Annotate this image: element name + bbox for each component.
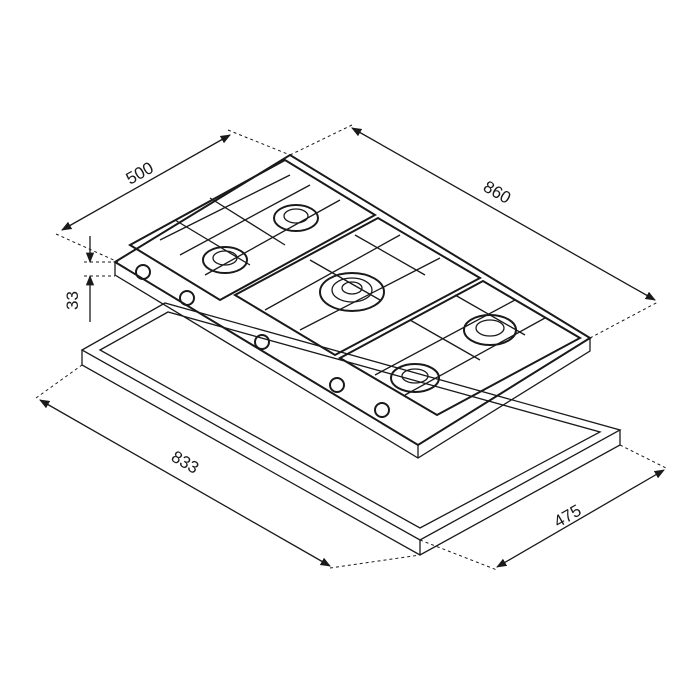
burner-back-right-icon [463,314,517,346]
burner-front-left-icon [202,246,248,274]
knob-icon [374,402,390,418]
knob-icon [254,334,270,350]
dimension-depth: 500 [55,129,291,263]
cutout-frame [80,302,622,556]
knob-icon [179,290,195,306]
dimension-label-depth: 500 [123,158,157,188]
burners [202,204,517,393]
knob-icon [135,264,151,280]
hob [113,153,592,459]
burner-front-right-icon [390,363,440,393]
dimension-cutout-depth: 475 [419,444,667,571]
dimension-label-height: 33 [63,291,82,310]
dimension-height: 33 [63,236,115,322]
knob-icon [329,377,345,393]
pan-supports [128,158,583,417]
burner-back-left-icon [273,204,319,232]
dimension-label-cutout-width: 833 [168,447,202,478]
control-knobs [135,264,390,418]
dimension-cutout-width: 833 [35,364,421,569]
dimension-label-cutout-depth: 475 [551,501,585,532]
